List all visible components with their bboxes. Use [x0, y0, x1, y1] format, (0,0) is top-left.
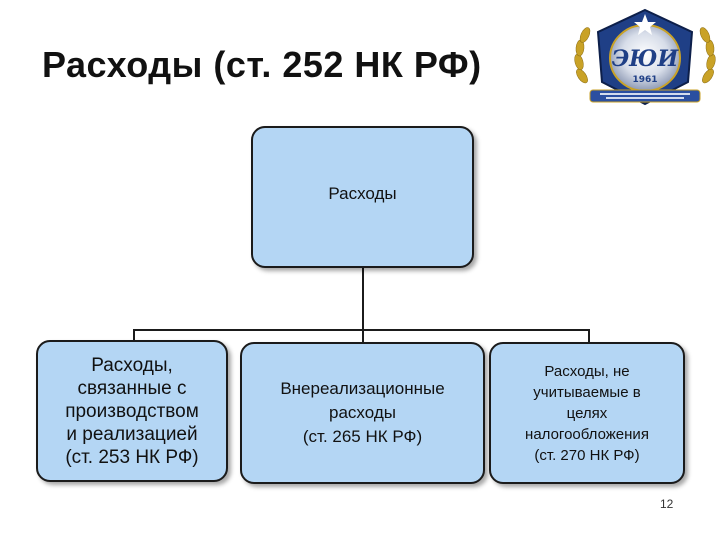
page-number: 12	[660, 497, 674, 511]
node-label: Расходы, не учитываемые в целях налогооб…	[525, 362, 649, 464]
node-production-expenses: Расходы, связанные с производством и реа…	[36, 340, 228, 482]
svg-text:1961: 1961	[632, 75, 657, 85]
connector-root-down	[362, 268, 364, 330]
node-label: Внереализационные расходы (ст. 265 НК РФ…	[280, 379, 445, 446]
connector-child-1	[133, 329, 135, 341]
laurel-right-icon	[699, 27, 716, 84]
connector-child-3	[588, 329, 590, 343]
node-non-deductible-expenses: Расходы, не учитываемые в целях налогооб…	[489, 342, 685, 484]
node-label: Расходы, связанные с производством и реа…	[65, 354, 199, 468]
connector-child-2	[362, 329, 364, 343]
institute-emblem-logo: ЭЮИ 1961	[574, 8, 716, 106]
node-root-expenses: Расходы	[251, 126, 474, 268]
star-icon	[634, 14, 656, 35]
node-root-label: Расходы	[328, 184, 397, 203]
svg-text:ЭЮИ: ЭЮИ	[612, 46, 680, 72]
slide-title: Расходы (ст. 252 НК РФ)	[42, 44, 482, 85]
connector-horizontal	[133, 329, 590, 331]
laurel-left-icon	[574, 27, 591, 84]
node-non-operating-expenses: Внереализационные расходы (ст. 265 НК РФ…	[240, 342, 485, 484]
